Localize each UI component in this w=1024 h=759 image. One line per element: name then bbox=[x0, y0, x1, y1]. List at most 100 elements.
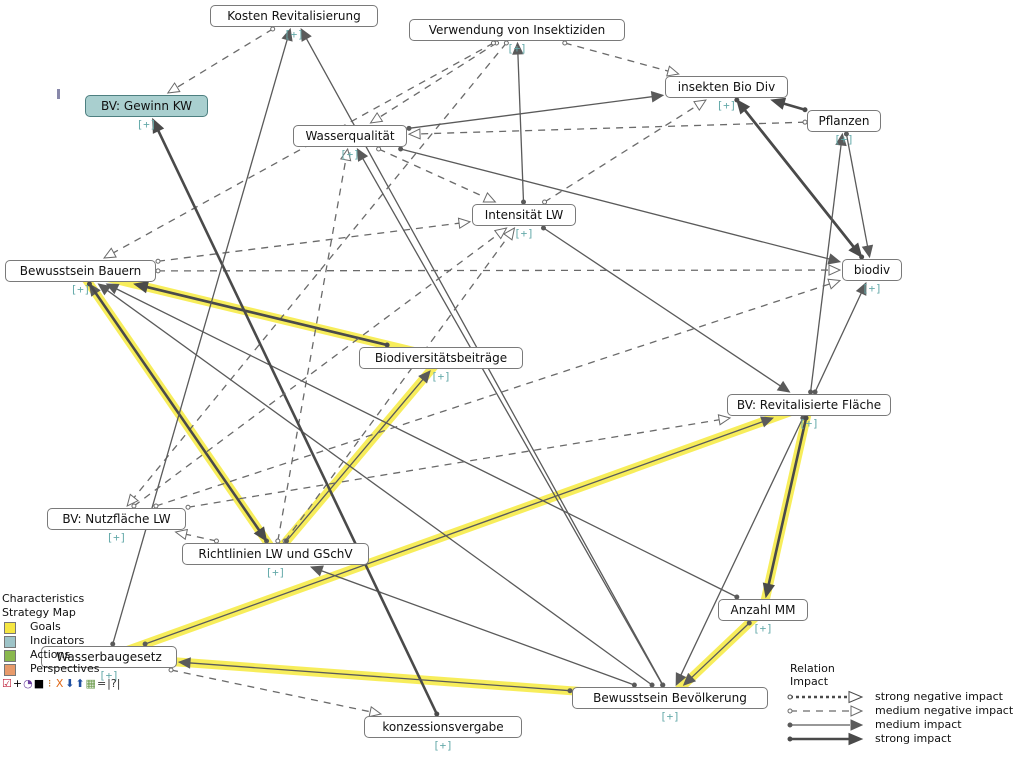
expand-konz[interactable]: [+] bbox=[433, 739, 453, 752]
select-icon[interactable]: ☑ bbox=[2, 677, 12, 690]
node-pflanzen[interactable]: Pflanzen bbox=[807, 110, 881, 132]
legend-title: Characteristics bbox=[2, 592, 85, 605]
edge-line bbox=[321, 570, 635, 686]
node-richtl[interactable]: Richtlinien LW und GSchV bbox=[182, 543, 369, 565]
edge-revfl-pflanzen[interactable] bbox=[808, 132, 847, 395]
edge-verw-nutzfl[interactable] bbox=[126, 40, 509, 507]
node-bevoelk[interactable]: Bewusstsein Bevölkerung bbox=[572, 687, 768, 709]
expand-intens[interactable]: [+] bbox=[514, 227, 534, 240]
edge-wasserq-biodiv[interactable] bbox=[398, 146, 842, 265]
strong-negative-impact-label: strong negative impact bbox=[875, 690, 1003, 703]
node-verw[interactable]: Verwendung von Insektiziden bbox=[409, 19, 625, 41]
expand-bewusst[interactable]: [+] bbox=[70, 283, 91, 296]
edge-revfl-bevoelk[interactable] bbox=[675, 415, 806, 687]
edge-pflanzen-insekten[interactable] bbox=[770, 97, 808, 113]
add-icon[interactable]: + bbox=[12, 677, 23, 690]
edge-line bbox=[379, 42, 497, 118]
node-gewinn[interactable]: BV: Gewinn KW bbox=[85, 95, 208, 117]
edge-nutzfl-revfl[interactable] bbox=[185, 414, 732, 510]
expand-gewinn[interactable]: [+] bbox=[136, 118, 157, 131]
expand-pflanzen[interactable]: [+] bbox=[834, 133, 854, 146]
edge-line bbox=[378, 148, 486, 199]
edge-bewusst-intens[interactable] bbox=[155, 217, 472, 264]
edge-line bbox=[186, 533, 217, 542]
node-insekten[interactable]: insekten Bio Div bbox=[665, 76, 788, 98]
node-intens[interactable]: Intensität LW bbox=[472, 204, 576, 226]
edge-wasserbau-konz[interactable] bbox=[168, 667, 383, 718]
edge-line bbox=[783, 102, 806, 111]
expand-beitraege[interactable]: [+] bbox=[431, 370, 451, 383]
expand-wasserq[interactable]: [+] bbox=[340, 148, 360, 161]
edge-anzahl-bevoelk[interactable] bbox=[682, 620, 752, 686]
node-konz[interactable]: konzessionsvergabe bbox=[364, 716, 522, 738]
relation-sample-medium-neg bbox=[787, 705, 864, 717]
edge-wasserbau-kosten[interactable] bbox=[110, 27, 293, 647]
edge-richtl-intens[interactable] bbox=[282, 227, 516, 544]
circle-icon[interactable]: ◔ bbox=[23, 677, 33, 690]
edge-biodiv-insekten[interactable] bbox=[736, 98, 865, 260]
edge-line bbox=[543, 227, 781, 387]
edge-richtl-beitraege[interactable] bbox=[283, 370, 431, 544]
edge-bevoelk-richtl[interactable] bbox=[309, 565, 637, 688]
relation-title: Relation bbox=[790, 662, 835, 675]
edge-arrowhead bbox=[760, 416, 775, 428]
edge-nutzfl-intens[interactable] bbox=[131, 227, 508, 509]
expand-nutzfl[interactable]: [+] bbox=[106, 531, 127, 544]
edge-revfl-anzahl[interactable] bbox=[762, 415, 809, 599]
edge-origin-dot bbox=[746, 620, 752, 626]
delete-icon[interactable]: X bbox=[55, 677, 64, 690]
node-biodiv[interactable]: biodiv bbox=[842, 259, 902, 281]
square-icon[interactable]: ■ bbox=[33, 677, 45, 690]
edge-wasserq-insekten[interactable] bbox=[406, 91, 665, 131]
edge-verw-wasserq[interactable] bbox=[369, 40, 500, 124]
relation-sample-strong-neg bbox=[787, 690, 864, 704]
edge-arrowhead bbox=[368, 705, 383, 718]
edge-verw-insekten[interactable] bbox=[562, 40, 680, 77]
expand-richtl[interactable]: [+] bbox=[265, 566, 286, 579]
expand-biodiv[interactable]: [+] bbox=[862, 282, 882, 295]
node-wasserbau[interactable]: Wasserbaugesetz bbox=[41, 646, 177, 668]
expand-verw[interactable]: [+] bbox=[507, 42, 527, 55]
expand-insekten[interactable]: [+] bbox=[716, 99, 737, 112]
edge-pflanzen-wasserq[interactable] bbox=[407, 119, 808, 140]
expand-wasserbau[interactable]: [+] bbox=[99, 669, 119, 682]
node-beitraege[interactable]: Biodiversitätsbeiträge bbox=[359, 347, 523, 369]
legend-item-indicators: Indicators bbox=[2, 634, 99, 648]
dots-icon[interactable]: ⁝ bbox=[47, 677, 52, 690]
edge-verw-bewusst[interactable] bbox=[102, 40, 496, 259]
edge-arrowhead bbox=[166, 82, 181, 94]
expand-kosten[interactable]: [+] bbox=[284, 28, 304, 41]
node-bewusst[interactable]: Bewusstsein Bauern bbox=[5, 260, 156, 282]
node-revfl[interactable]: BV: Revitalisierte Fläche bbox=[727, 394, 891, 416]
down-arrow-icon[interactable]: ⬇ bbox=[65, 677, 75, 690]
edge-wasserq-intens[interactable] bbox=[376, 146, 497, 203]
edge-kosten-gewinn[interactable] bbox=[166, 26, 276, 94]
edge-pflanzen-biodiv[interactable] bbox=[843, 131, 874, 259]
edge-origin-dot bbox=[406, 125, 412, 131]
grid-icon[interactable]: ▦ bbox=[85, 677, 96, 690]
edge-bewusst-biodiv[interactable] bbox=[155, 264, 842, 276]
edge-richtl-wasserq[interactable] bbox=[275, 147, 352, 544]
expand-bevoelk[interactable]: [+] bbox=[660, 710, 680, 723]
edge-intens-insekten[interactable] bbox=[542, 99, 707, 205]
node-kosten[interactable]: Kosten Revitalisierung bbox=[210, 5, 378, 27]
node-wasserq[interactable]: Wasserqualität bbox=[293, 125, 407, 147]
legend-item-perspectives: Perspectives bbox=[2, 662, 99, 676]
indicators-swatch bbox=[4, 636, 16, 648]
edge-richtl-nutzfl[interactable] bbox=[174, 528, 219, 544]
expand-revfl[interactable]: [+] bbox=[799, 417, 819, 430]
drag-handle[interactable] bbox=[57, 89, 60, 99]
equals-icon[interactable]: = bbox=[96, 677, 107, 690]
expand-anzahl[interactable]: [+] bbox=[753, 622, 773, 635]
edge-arrowhead bbox=[418, 370, 431, 384]
legend-item-label: Actions bbox=[30, 648, 71, 661]
up-arrow-icon[interactable]: ⬆ bbox=[75, 677, 85, 690]
edge-intens-revfl[interactable] bbox=[541, 225, 791, 393]
edge-line bbox=[133, 234, 499, 507]
edge-revfl-biodiv[interactable] bbox=[812, 281, 867, 395]
edge-wasserbau-revfl[interactable] bbox=[142, 416, 775, 647]
node-anzahl[interactable]: Anzahl MM bbox=[718, 599, 808, 621]
help-icon[interactable]: |?| bbox=[107, 677, 121, 690]
edge-bewusst-richtl[interactable] bbox=[86, 281, 268, 543]
node-nutzfl[interactable]: BV: Nutzfläche LW bbox=[47, 508, 186, 530]
